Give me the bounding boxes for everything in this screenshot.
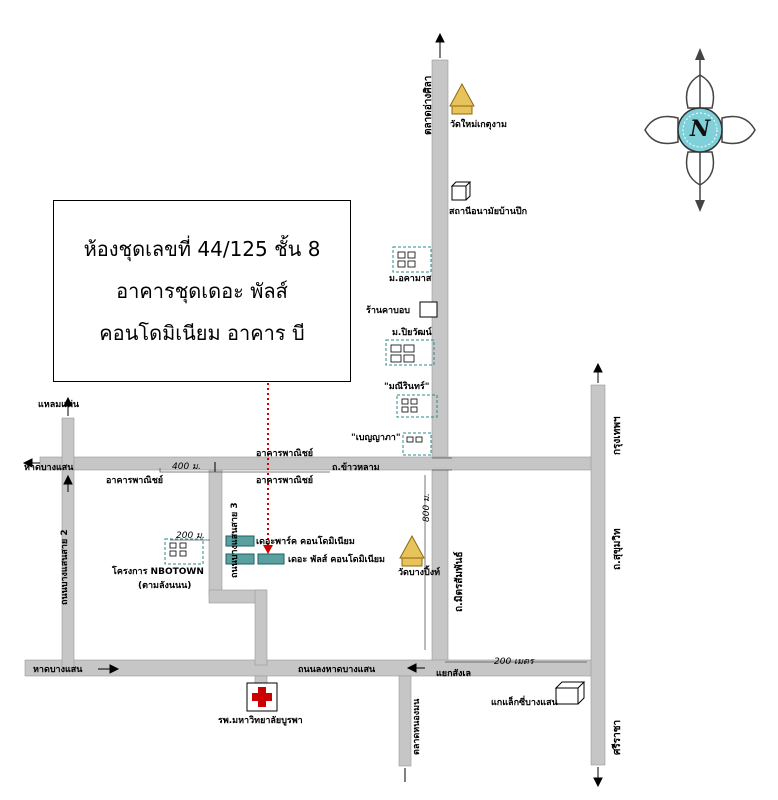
shop-box <box>419 301 438 318</box>
box-icon <box>450 181 472 201</box>
label-thakhaolam: ถ.ข้าวหลาม <box>332 463 380 473</box>
house-icon-glyphs <box>169 251 423 557</box>
distance-markers <box>159 457 587 663</box>
info-line-unit: ห้องชุดเลขที่ 44/125 ชั้น 8 <box>83 237 321 261</box>
label-piyawat: ม.ปิยวัฒน์ <box>392 328 432 338</box>
temple-icon <box>449 82 475 115</box>
property-info-box: ห้องชุดเลขที่ 44/125 ชั้น 8 อาคารชุดเดอะ… <box>53 200 351 382</box>
label-sukhumvit: ถ.สุขุมวิท <box>612 528 623 570</box>
label-dist-200a: 200 ม. <box>176 531 205 541</box>
road-vertical-spur <box>254 589 268 666</box>
label-lxmall: แกแล็กซี่บางแสน <box>491 698 558 708</box>
compass-rose-icon <box>644 48 756 212</box>
road-vertical-nongmon <box>398 675 412 767</box>
label-meerin: "มณีรินทร์" <box>384 382 430 392</box>
label-bunyapa: "เบญญาภา" <box>351 433 401 443</box>
label-sriracha: ศรีราชา <box>612 719 623 755</box>
label-thepulse: เดอะ พัลส์ คอนโดมิเนียม <box>288 555 385 565</box>
label-commercial-2: อาคารพาณิชย์ <box>106 476 164 486</box>
label-wat: วัดบางปิ้งท์ <box>398 568 441 578</box>
label-bangkok: กรุงเทพฯ <box>612 416 623 455</box>
label-thepark: เดอะพาร์ค คอนโดมิเนียม <box>256 537 355 547</box>
compass-n-label: N <box>689 116 711 142</box>
label-bangsaen-west: หาดบางแสน <box>24 463 74 473</box>
label-roadbangsaen: ถนนลงหาดบางแสน <box>298 665 376 675</box>
box-icon <box>554 681 586 705</box>
road-vertical-left <box>61 417 75 669</box>
roads <box>24 59 606 767</box>
hospital-icon <box>246 682 278 712</box>
road-vertical-lane3 <box>208 469 223 596</box>
label-healthstation: สถานีอนามัยบ้านปึก <box>449 207 528 217</box>
label-commercial-3: อาคารพาณิชย์ <box>256 476 314 486</box>
location-pointer <box>263 383 273 554</box>
road-vertical-east <box>590 384 606 766</box>
label-hadbangsaen: หาดบางแสน <box>33 665 83 675</box>
info-line-building: อาคารชุดเดอะ พัลส์ <box>116 279 288 303</box>
temple-icon <box>399 534 425 567</box>
house-icon <box>164 246 438 565</box>
label-watmai: วัดใหม่เกตุงาม <box>450 120 507 130</box>
label-bangsaen-lane2: ถนนบางแสนสาย 2 <box>60 529 70 605</box>
label-dist-800: 800 ม. <box>422 493 432 522</box>
label-yaek: แยกสังเล <box>436 669 472 679</box>
label-bangsaen-lane3: ถนนบางแสนสาย 3 <box>230 502 240 578</box>
building-icon <box>225 535 285 565</box>
label-laemtaen: แหลมแท่น <box>38 400 80 410</box>
label-commercial-1: อาคารพาณิชย์ <box>256 449 314 459</box>
road-horizontal-thakhaolam <box>39 456 596 471</box>
label-mitrsamphan: ถ.มิตรสัมพันธ์ <box>454 551 465 612</box>
label-nbotown-sub: (ตามลังนนน) <box>138 581 192 591</box>
label-dist-400: 400 ม. <box>172 462 201 472</box>
label-shop: ร้านคาบอบ <box>366 306 410 316</box>
label-dist-200b: 200 เมตร <box>494 657 534 667</box>
road-arrows <box>22 32 603 788</box>
label-nongmon: ตลาดหนองมน <box>412 698 422 755</box>
label-hospital: รพ.มหาวิทยาลัยบูรพา <box>218 716 303 726</box>
label-taladangsila: ตลาดอ่างศิลา <box>423 75 434 135</box>
label-nbotown: โครงการ NBOTOWN <box>112 567 204 577</box>
label-amamas: ม.อคามาส <box>389 274 432 284</box>
info-line-condo: คอนโดมิเนียม อาคาร บี <box>99 321 305 345</box>
